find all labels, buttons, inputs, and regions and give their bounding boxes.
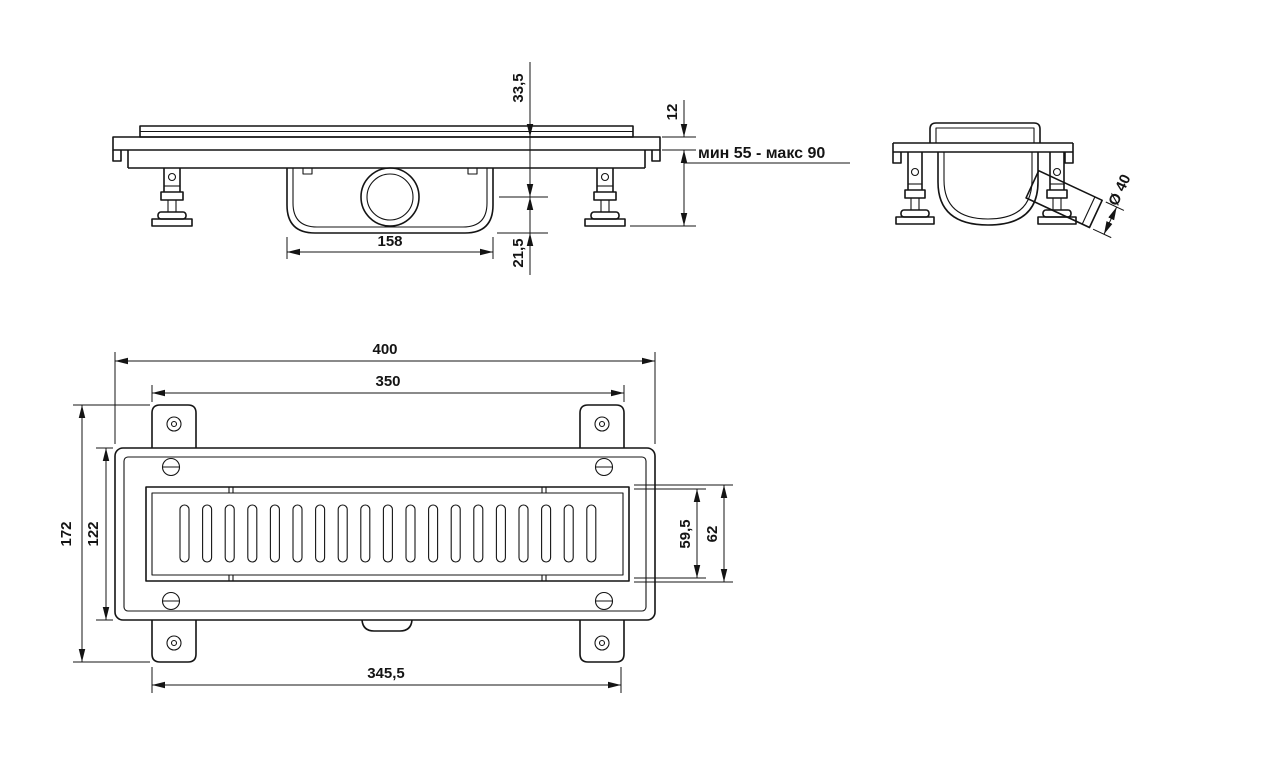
tab-holes: [166, 416, 610, 651]
grate-frame-inner: [151, 492, 624, 576]
outlet-bump: [361, 619, 413, 632]
end-foot-right: [1037, 152, 1077, 225]
outlet-circle-inner: [366, 173, 414, 221]
dimension-62: 62: [704, 526, 721, 543]
dimension-122: 122: [85, 521, 102, 546]
grate-box: [929, 122, 1041, 143]
plan-view: 400 350 172 122 59,5 62: [58, 341, 733, 693]
grate-slots: [179, 504, 597, 563]
dimension-400: 400: [372, 341, 397, 358]
siphon-bowl: [286, 168, 494, 234]
side-view-dimensions: 33,5 21,5 12 мин 55 - макс 90 158: [286, 62, 850, 275]
dimension-height-range: мин 55 - макс 90: [698, 145, 825, 162]
dimension-158: 158: [377, 233, 402, 250]
side-view: 33,5 21,5 12 мин 55 - макс 90 158: [112, 62, 850, 275]
dimension-12: 12: [664, 104, 681, 121]
dimension-350: 350: [375, 373, 400, 390]
mounting-tab-top-right: [579, 404, 625, 448]
mounting-tab-top-left: [151, 404, 197, 448]
grate-frame-outer: [145, 486, 630, 582]
adjustable-foot-right: [584, 168, 626, 227]
dimension-21-5: 21,5: [510, 238, 527, 267]
dimension-172: 172: [58, 521, 75, 546]
plan-view-dimensions: 400 350 172 122 59,5 62: [58, 341, 733, 693]
adjustable-foot-left: [151, 168, 193, 227]
frame-inner: [123, 456, 647, 612]
frame-outer: [114, 447, 656, 621]
outlet-circle-outer: [360, 167, 420, 227]
dimension-diameter-40: Ø 40: [1105, 172, 1134, 209]
mounting-tab-bottom-left: [151, 620, 197, 663]
grate-notches: [228, 487, 547, 581]
trap-bowl: [937, 152, 1039, 226]
outlet-pipe: [1025, 169, 1125, 239]
dimension-59-5: 59,5: [677, 519, 694, 548]
dimension-345-5: 345,5: [367, 665, 405, 682]
mounting-tab-bottom-right: [579, 620, 625, 663]
corner-screws: [161, 457, 614, 611]
end-foot-left: [895, 152, 935, 225]
dimension-33-5: 33,5: [510, 73, 527, 102]
flange: [112, 136, 661, 151]
end-view: Ø 40: [892, 122, 1134, 239]
